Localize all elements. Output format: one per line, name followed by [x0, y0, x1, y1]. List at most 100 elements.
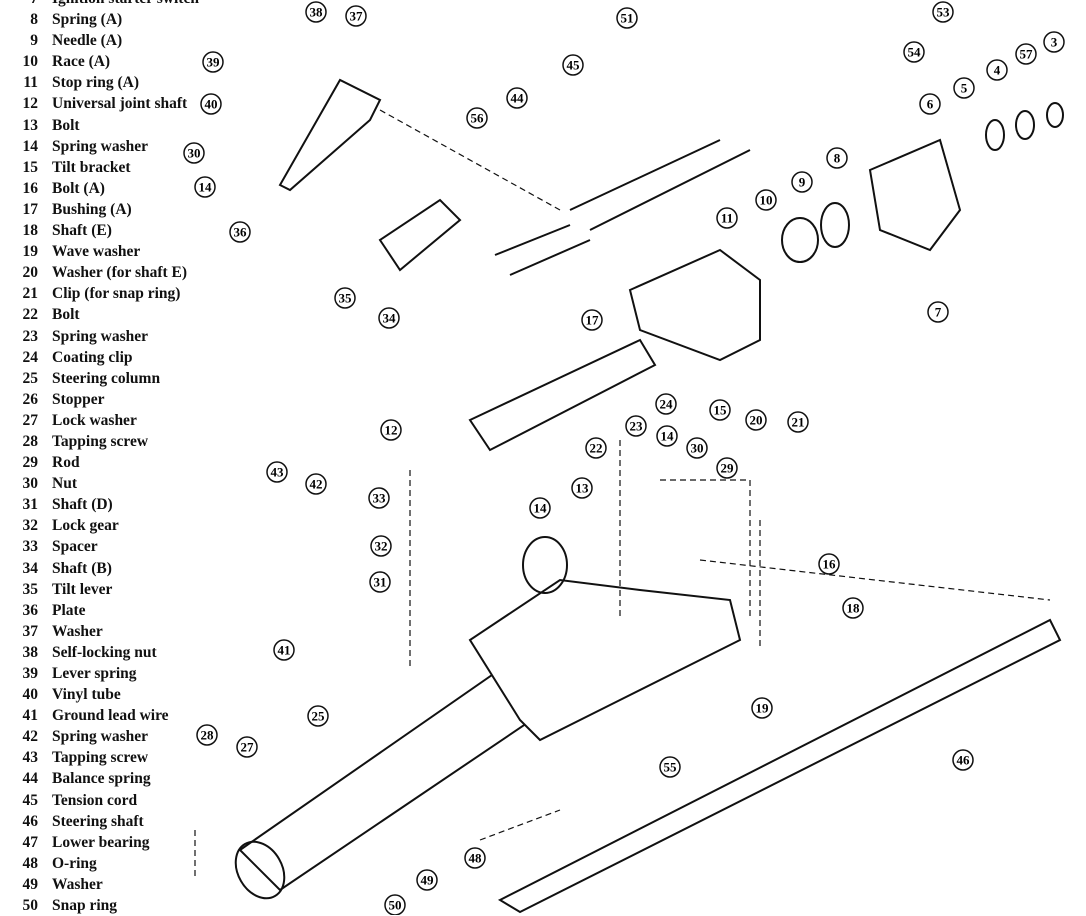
- part-number: 15: [22, 158, 39, 176]
- callout-5: 5: [953, 77, 975, 99]
- part-name: Vinyl tube: [52, 686, 121, 704]
- callout-43: 43: [266, 461, 288, 483]
- part-name: Steering column: [52, 369, 161, 387]
- callout-8: 8: [826, 147, 848, 169]
- part-number: 46: [22, 812, 39, 830]
- part-number: 43: [22, 749, 39, 767]
- part-name: Ground lead wire: [52, 707, 169, 725]
- part-number: 38: [22, 643, 39, 661]
- callout-14: 14: [656, 425, 678, 447]
- tilt-lever-shape: [378, 198, 462, 272]
- callout-19: 19: [751, 697, 773, 719]
- svg-text:49: 49: [421, 873, 435, 888]
- svg-text:14: 14: [199, 180, 213, 195]
- svg-text:4: 4: [994, 63, 1001, 78]
- part-number: 7: [0, 0, 52, 9]
- parts-list-item: 30 Nut: [0, 473, 210, 494]
- part-number: 32: [22, 517, 39, 535]
- part-name: Balance spring: [52, 770, 151, 788]
- svg-text:36: 36: [234, 225, 248, 240]
- parts-list: 7Ignition starter switch8Spring (A)9Need…: [0, 0, 210, 916]
- callout-32: 32: [370, 535, 392, 557]
- part-name: Spring (A): [52, 11, 123, 29]
- callout-6: 6: [919, 93, 941, 115]
- part-number: 13: [22, 116, 39, 134]
- part-name: Shaft (B): [52, 559, 112, 577]
- callout-10: 10: [755, 189, 777, 211]
- part-name: Tapping screw: [52, 432, 149, 450]
- part-name: Washer (for shaft E): [52, 264, 188, 282]
- part-name: Nut: [52, 475, 77, 493]
- svg-text:43: 43: [271, 465, 285, 480]
- part-name: Coating clip: [52, 348, 133, 366]
- svg-text:22: 22: [590, 441, 603, 456]
- part-number: 37: [22, 622, 39, 640]
- part-number: 23: [22, 327, 39, 345]
- part-name: Shaft (E): [52, 222, 112, 240]
- callout-28: 28: [196, 724, 218, 746]
- svg-text:31: 31: [374, 575, 387, 590]
- part-number: 42: [22, 728, 39, 746]
- svg-text:27: 27: [241, 740, 255, 755]
- parts-list-item: 28 Tapping screw: [0, 431, 210, 452]
- part-name: Plate: [52, 601, 86, 619]
- part-number: 17: [22, 200, 39, 218]
- universal-joint-shape: [468, 338, 657, 452]
- callout-9: 9: [791, 171, 813, 193]
- svg-text:45: 45: [567, 58, 581, 73]
- part-name: Bolt: [52, 306, 80, 324]
- callout-17: 17: [581, 309, 603, 331]
- svg-text:51: 51: [621, 11, 634, 26]
- svg-text:46: 46: [957, 753, 971, 768]
- part-name: Tilt bracket: [52, 158, 131, 176]
- callout-39: 39: [202, 51, 224, 73]
- svg-text:7: 7: [935, 305, 942, 320]
- callout-12: 12: [380, 419, 402, 441]
- svg-text:53: 53: [937, 5, 951, 20]
- part-number: 26: [22, 390, 39, 408]
- part-name: Bolt: [52, 116, 80, 134]
- svg-text:14: 14: [534, 501, 548, 516]
- part-number: 30: [22, 475, 39, 493]
- rods-shape: [494, 139, 751, 276]
- part-name: Spring washer: [52, 728, 149, 746]
- part-number: 29: [22, 454, 39, 472]
- callout-42: 42: [305, 473, 327, 495]
- svg-text:24: 24: [660, 397, 674, 412]
- svg-text:54: 54: [908, 45, 922, 60]
- svg-text:39: 39: [207, 55, 221, 70]
- plate-shape: [278, 78, 382, 192]
- callout-11: 11: [716, 207, 738, 229]
- part-number: 22: [22, 306, 39, 324]
- callout-18: 18: [842, 597, 864, 619]
- callout-27: 27: [236, 736, 258, 758]
- svg-text:6: 6: [927, 97, 934, 112]
- part-name: Tilt lever: [52, 580, 113, 598]
- svg-text:29: 29: [721, 461, 735, 476]
- part-number: 12: [22, 95, 39, 113]
- part-number: 28: [22, 432, 39, 450]
- part-name: Clip (for snap ring): [52, 285, 181, 303]
- part-number: 8: [30, 11, 38, 29]
- callout-51: 51: [616, 7, 638, 29]
- callout-31: 31: [369, 571, 391, 593]
- svg-text:11: 11: [721, 211, 733, 226]
- parts-list-item: 7Ignition starter switch: [0, 0, 210, 9]
- svg-text:25: 25: [312, 709, 326, 724]
- callout-57: 57: [1015, 43, 1037, 65]
- part-name: Self-locking nut: [52, 643, 157, 661]
- svg-text:13: 13: [576, 481, 590, 496]
- part-number: 18: [22, 222, 39, 240]
- part-number: 24: [22, 348, 39, 366]
- part-number: 47: [22, 833, 39, 851]
- part-name: Bolt (A): [52, 179, 105, 197]
- callout-34: 34: [378, 307, 400, 329]
- svg-text:16: 16: [823, 557, 837, 572]
